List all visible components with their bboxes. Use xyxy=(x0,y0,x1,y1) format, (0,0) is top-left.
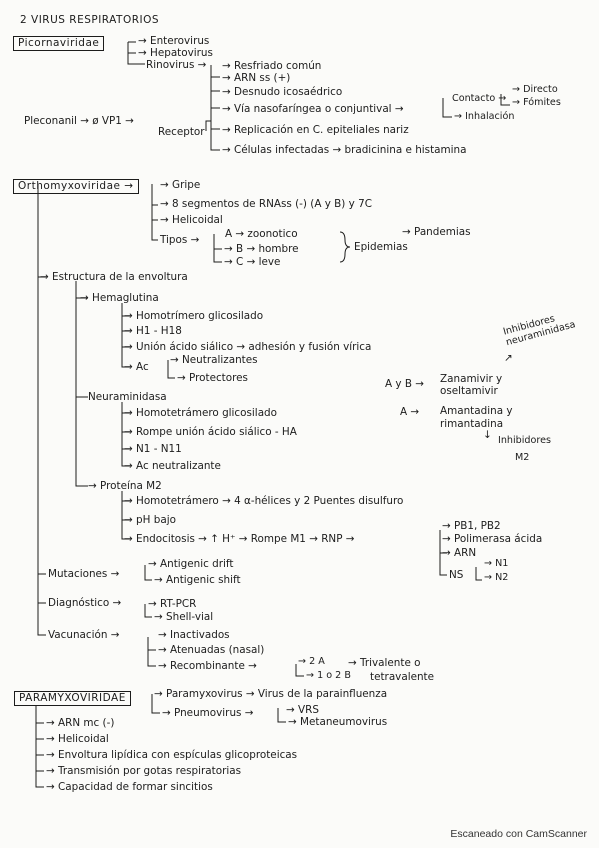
inhib-m2-arrow: ↓ xyxy=(483,429,492,441)
tipo-c: → C → leve xyxy=(224,256,281,268)
shell-vial: → Shell-vial xyxy=(154,611,214,623)
inhibidores-m2: Inhibidores xyxy=(498,435,552,446)
scanner-watermark: Escaneado con CamScanner xyxy=(450,828,587,840)
paramyxoviridae-header: PARAMYXOVIRIDAE xyxy=(14,691,131,706)
ns: NS xyxy=(449,569,464,581)
gripe: → Gripe xyxy=(160,179,201,191)
receptor: Receptor xyxy=(158,126,205,138)
hemaglutina-ac: → Ac xyxy=(124,361,149,373)
tetravalente: tetravalente xyxy=(370,671,435,683)
vrs: → VRS xyxy=(286,704,319,716)
rinovirus: Rinovirus → xyxy=(146,59,207,71)
estructura-envoltura: → Estructura de la envoltura xyxy=(40,271,188,283)
tipo-a: A → zoonotico xyxy=(225,228,298,240)
hemaglutina-union: → Unión ácido siálico → adhesión y fusió… xyxy=(124,341,372,353)
paramyxo-helicoidal: → Helicoidal xyxy=(46,733,109,745)
protectores: → Protectores xyxy=(177,372,248,384)
mutaciones: Mutaciones → xyxy=(48,568,120,580)
rt-pcr: → RT-PCR xyxy=(148,598,197,610)
inhib-arrow: ↗ xyxy=(504,352,513,364)
hepatovirus: → Hepatovirus xyxy=(138,47,213,59)
polimerasa-acida: → Polimerasa ácida xyxy=(442,533,543,545)
paramyxo-arn: → ARN mc (-) xyxy=(46,717,115,729)
paramyxovirus: → Paramyxovirus → Virus de la parainflue… xyxy=(154,688,388,700)
vacuna-recombinante: → Recombinante → xyxy=(158,660,257,672)
rinovirus-arn: → ARN ss (+) xyxy=(222,72,291,84)
contacto-directo: → Directo xyxy=(512,84,558,95)
antigenic-drift: → Antigenic drift xyxy=(148,558,234,570)
dos-a: → 2 A xyxy=(298,656,325,667)
rinovirus-desnudo: → Desnudo icosaédrico xyxy=(222,86,343,98)
picornaviridae-header: Picornaviridae xyxy=(13,36,105,51)
segmentos: → 8 segmentos de RNAss (-) (A y B) y 7C xyxy=(160,198,372,210)
paramyxo-sincitios: → Capacidad de formar sincitios xyxy=(46,781,213,793)
tipo-b: → B → hombre xyxy=(224,243,299,255)
vacuna-atenuadas: → Atenuadas (nasal) xyxy=(158,644,265,656)
hemaglutina-h1-h18: → H1 - H18 xyxy=(124,325,182,337)
rinovirus-replicacion: → Replicación en C. epiteliales nariz xyxy=(222,124,409,136)
inhibidores-m2-label: M2 xyxy=(515,452,530,463)
n1: → N1 xyxy=(484,558,509,569)
a-arrow: A → xyxy=(400,406,420,418)
paramyxo-transmision: → Transmisión por gotas respiratorias xyxy=(46,765,242,777)
proteina-endocitosis: → Endocitosis → ↑ H⁺ → Rompe M1 → RNP → xyxy=(124,533,355,545)
oseltamivir: oseltamivir xyxy=(440,385,498,397)
proteina-ph: → pH bajo xyxy=(124,514,176,526)
contacto: Contacto → xyxy=(452,93,507,104)
pandemias: → Pandemias xyxy=(402,226,471,238)
neuraminidasa: Neuraminidasa xyxy=(88,391,167,403)
contacto-fomites: → Fómites xyxy=(512,97,561,108)
paramyxo-envoltura: → Envoltura lipídica con espículas glico… xyxy=(46,749,298,761)
neuraminidasa-rompe: → Rompe unión ácido siálico - HA xyxy=(124,426,297,438)
n2: → N2 xyxy=(484,572,509,583)
pneumovirus: → Pneumovirus → xyxy=(162,707,254,719)
vacuna-inactivados: → Inactivados xyxy=(158,629,230,641)
epidemias: Epidemias xyxy=(354,241,408,253)
vacunacion: Vacunación → xyxy=(48,629,120,641)
antigenic-shift: → Antigenic shift xyxy=(154,574,241,586)
neutralizantes: → Neutralizantes xyxy=(170,354,258,366)
a-y-b: A y B → xyxy=(385,378,425,390)
amantadina: Amantadina y xyxy=(440,405,513,417)
proteina-homotetramero: → Homotetrámero → 4 α-hélices y 2 Puente… xyxy=(124,495,404,507)
orthomyxoviridae-header: Orthomyxoviridae → xyxy=(13,179,139,194)
inhalacion: → Inhalación xyxy=(454,111,515,122)
rinovirus-via: → Vía nasofaríngea o conjuntival → xyxy=(222,103,404,115)
neuraminidasa-n1-n11: → N1 - N11 xyxy=(124,443,182,455)
helicoidal: → Helicoidal xyxy=(160,214,223,226)
metapneumovirus: → Metaneumovirus xyxy=(288,716,388,728)
proteina-m2: → Proteína M2 xyxy=(88,480,162,492)
pleconaril: Pleconanil → ø VP1 → xyxy=(24,115,134,127)
uno-dos-b: → 1 o 2 B xyxy=(306,670,351,681)
rinovirus-resfriado: → Resfriado común xyxy=(222,60,322,72)
trivalente: → Trivalente o xyxy=(348,657,421,669)
hemaglutina-homotrimero: → Homotrímero glicosilado xyxy=(124,310,264,322)
rinovirus-celulas: → Células infectadas → bradicinina e his… xyxy=(222,144,467,156)
hemaglutina: → Hemaglutina xyxy=(80,292,159,304)
rimantadina: rimantadina xyxy=(440,418,504,430)
enterovirus: → Enterovirus xyxy=(138,35,210,47)
tipos: Tipos → xyxy=(160,234,200,246)
zanamivir: Zanamivir y xyxy=(440,373,503,385)
neuraminidasa-ac: → Ac neutralizante xyxy=(124,460,221,472)
page-title: 2 VIRUS RESPIRATORIOS xyxy=(20,14,160,26)
diagnostico: Diagnóstico → xyxy=(48,597,122,609)
neuraminidasa-homotetramero: → Homotetrámero glicosilado xyxy=(124,407,278,419)
pb1-pb2: → PB1, PB2 xyxy=(442,520,501,532)
arn: → ARN xyxy=(442,547,477,559)
